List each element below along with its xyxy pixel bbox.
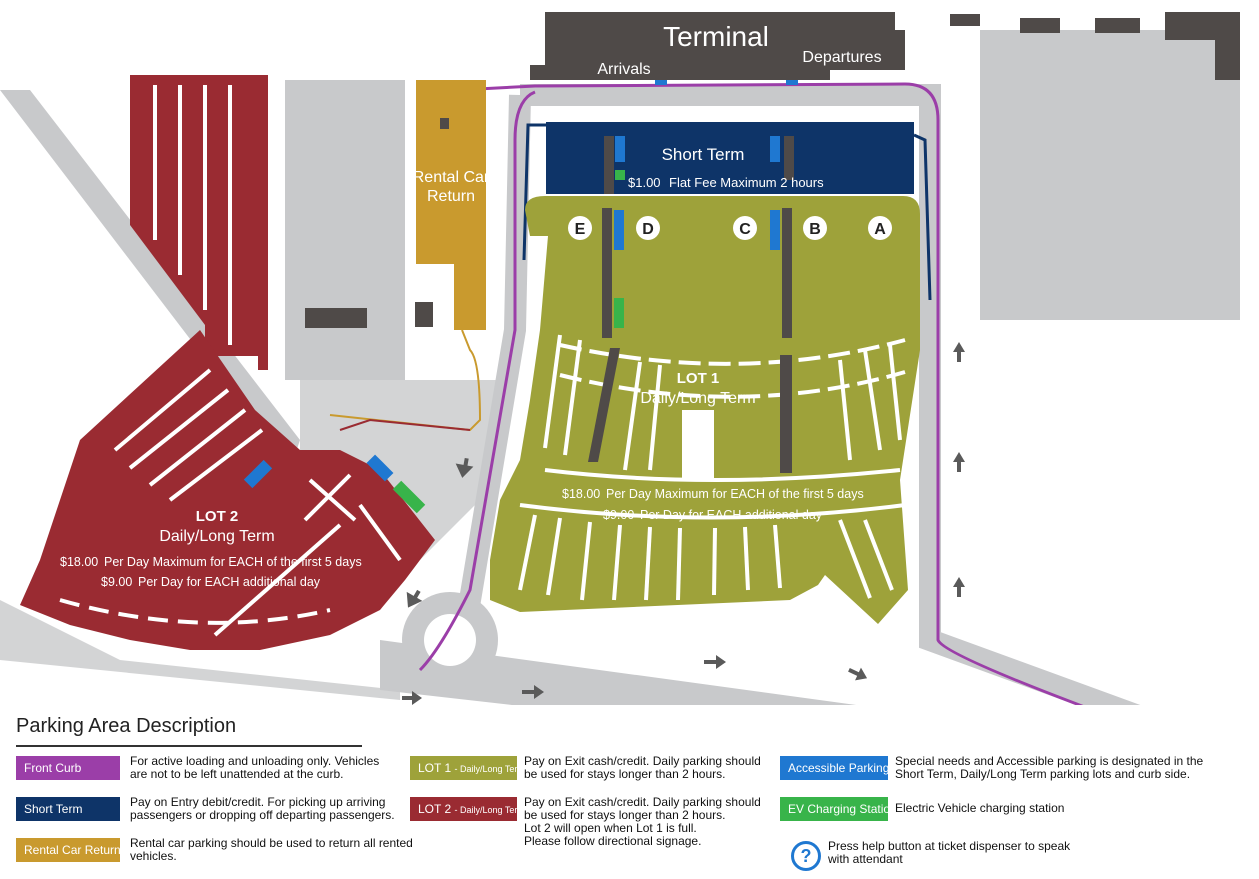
legend-ev-swatch: EV Charging Station xyxy=(780,797,897,821)
short-term-exit-road xyxy=(913,133,932,301)
lot1-rate1-amount: $18.00 xyxy=(562,487,600,501)
legend-accessible-desc-2: Short Term, Daily/Long Term parking lots… xyxy=(895,767,1191,781)
legend-lot1-desc-1: Pay on Exit cash/credit. Daily parking s… xyxy=(524,754,761,768)
accessible-short-1 xyxy=(615,136,625,162)
legend-lot2-desc-2: be used for stays longer than 2 hours. xyxy=(524,808,726,822)
accessible-curb-1 xyxy=(655,80,667,85)
legend-lot2-desc-1: Pay on Exit cash/credit. Daily parking s… xyxy=(524,795,761,809)
legend-front-curb-swatch: Front Curb xyxy=(16,756,120,780)
help-icon: ? xyxy=(791,841,821,871)
departures-label: Departures xyxy=(802,49,881,66)
ev-lot1 xyxy=(614,298,624,328)
short-term-booth-2 xyxy=(784,136,794,180)
ev-short xyxy=(615,170,625,180)
ev-lot2 xyxy=(392,480,426,514)
lot2-connector-road xyxy=(339,418,471,431)
section-b: B xyxy=(809,221,821,238)
rental-return-road xyxy=(329,329,482,432)
lot1-rate2-text: Per Day for EACH additional day xyxy=(640,508,823,522)
lot1-title: LOT 1 xyxy=(677,370,720,387)
legend-short-term-desc: Pay on Entry debit/credit. For picking u… xyxy=(130,796,395,822)
lot2-area xyxy=(20,75,435,650)
legend-lot2-label-small: - Daily/Long Term xyxy=(454,805,525,815)
lot2-rate2-amount: $9.00 xyxy=(101,575,132,589)
lot2-aisles xyxy=(59,85,402,637)
legend-rental-return-desc: Rental car parking should be used to ret… xyxy=(130,837,413,863)
legend-lot1-desc-2: be used for stays longer than 2 hours. xyxy=(524,767,726,781)
lot2-rate2-text: Per Day for EACH additional day xyxy=(138,575,321,589)
rental-return-label-2: Return xyxy=(427,188,475,205)
short-term-booth-1 xyxy=(604,136,614,194)
legend-lot2-label: LOT 2 xyxy=(418,802,452,816)
lot2-rate1-amount: $18.00 xyxy=(60,555,98,569)
legend-ev-desc-1: Electric Vehicle charging station xyxy=(895,801,1065,815)
short-term-title: Short Term xyxy=(662,145,745,164)
legend-front-curb-desc: For active loading and unloading only. V… xyxy=(130,755,379,781)
legend-ev-label: EV Charging Station xyxy=(788,802,897,816)
legend-lot1-desc: Pay on Exit cash/credit. Daily parking s… xyxy=(524,755,761,781)
section-a: A xyxy=(874,221,886,238)
lot1-rate1-text: Per Day Maximum for EACH of the first 5 … xyxy=(606,487,864,501)
lot1-rate2-amount: $9.00 xyxy=(603,508,634,522)
legend-short-term-desc-1: Pay on Entry debit/credit. For picking u… xyxy=(130,795,386,809)
accessible-lot2-1 xyxy=(243,459,273,489)
legend-help-desc-2: with attendant xyxy=(828,852,903,866)
legend-rental-return-swatch: Rental Car Return xyxy=(16,838,121,862)
accessible-lot2-2 xyxy=(366,454,394,482)
short-term-fee-amount: $1.00 xyxy=(628,175,661,190)
accessible-short-2 xyxy=(770,136,780,162)
rental-return-area xyxy=(416,80,486,330)
legend-divider xyxy=(16,745,362,747)
legend-rental-return-label: Rental Car Return xyxy=(24,843,121,857)
legend-front-curb-desc-1: For active loading and unloading only. V… xyxy=(130,754,380,768)
legend-lot2-desc: Pay on Exit cash/credit. Daily parking s… xyxy=(524,796,761,848)
parking-map: Terminal Arrivals Departures Rental Car … xyxy=(0,12,1240,705)
legend-short-term-label: Short Term xyxy=(24,802,83,816)
legend-front-curb-label: Front Curb xyxy=(24,761,82,775)
short-term-entry-road xyxy=(522,123,546,261)
lot1-booths xyxy=(588,208,792,473)
arrivals-label: Arrivals xyxy=(597,61,650,78)
legend-lot2-swatch: LOT 2 - Daily/Long Term xyxy=(410,797,525,821)
lot1-center-gap xyxy=(682,410,714,478)
legend-lot2-desc-4: Please follow directional signage. xyxy=(524,834,702,848)
terminal-label: Terminal xyxy=(663,21,769,52)
legend-lot2-desc-3: Lot 2 will open when Lot 1 is full. xyxy=(524,821,697,835)
legend-lot1-swatch: LOT 1 - Daily/Long Term xyxy=(410,756,525,780)
legend: Parking Area Description Front Curb For … xyxy=(0,705,1259,879)
legend-short-term-swatch: Short Term xyxy=(16,797,120,821)
legend-accessible-label: Accessible Parking xyxy=(788,761,890,775)
section-d: D xyxy=(642,221,654,238)
lot1-aisles xyxy=(518,334,906,601)
legend-title: Parking Area Description xyxy=(16,715,237,737)
legend-accessible-desc-1: Special needs and Accessible parking is … xyxy=(895,754,1204,768)
legend-front-curb-desc-2: are not to be left unattended at the cur… xyxy=(130,767,344,781)
accessible-lot1-1 xyxy=(614,210,624,250)
lot1-subtitle: Daily/Long Term xyxy=(640,390,755,407)
rental-kiosk xyxy=(440,118,449,129)
legend-rental-return-desc-2: vehicles. xyxy=(130,849,177,863)
short-term-fee-text: Flat Fee Maximum 2 hours xyxy=(669,175,824,190)
section-markers xyxy=(568,216,892,240)
section-c: C xyxy=(739,221,751,238)
accessible-curb-2 xyxy=(786,80,798,85)
section-e: E xyxy=(575,221,586,238)
lot2-title: LOT 2 xyxy=(196,508,239,525)
legend-lot1-label-small: - Daily/Long Term xyxy=(454,764,525,774)
roundabout-center xyxy=(424,614,476,666)
lot2-rate1-text: Per Day Maximum for EACH of the first 5 … xyxy=(104,555,362,569)
rental-return-label-1: Rental Car xyxy=(413,169,490,186)
legend-help-desc: Press help button at ticket dispenser to… xyxy=(828,840,1070,866)
legend-ev-desc: Electric Vehicle charging station xyxy=(895,802,1064,815)
legend-rental-return-desc-1: Rental car parking should be used to ret… xyxy=(130,836,413,850)
direction-arrows xyxy=(402,342,965,705)
terminal-building xyxy=(305,12,1240,328)
legend-short-term-desc-2: passengers or dropping off departing pas… xyxy=(130,808,395,822)
accessible-lot1-2 xyxy=(770,210,780,250)
legend-lot1-label: LOT 1 xyxy=(418,761,452,775)
lot2-subtitle: Daily/Long Term xyxy=(159,528,274,545)
legend-accessible-swatch: Accessible Parking xyxy=(780,756,890,780)
legend-help-desc-1: Press help button at ticket dispenser to… xyxy=(828,839,1071,853)
legend-accessible-desc: Special needs and Accessible parking is … xyxy=(895,755,1203,781)
